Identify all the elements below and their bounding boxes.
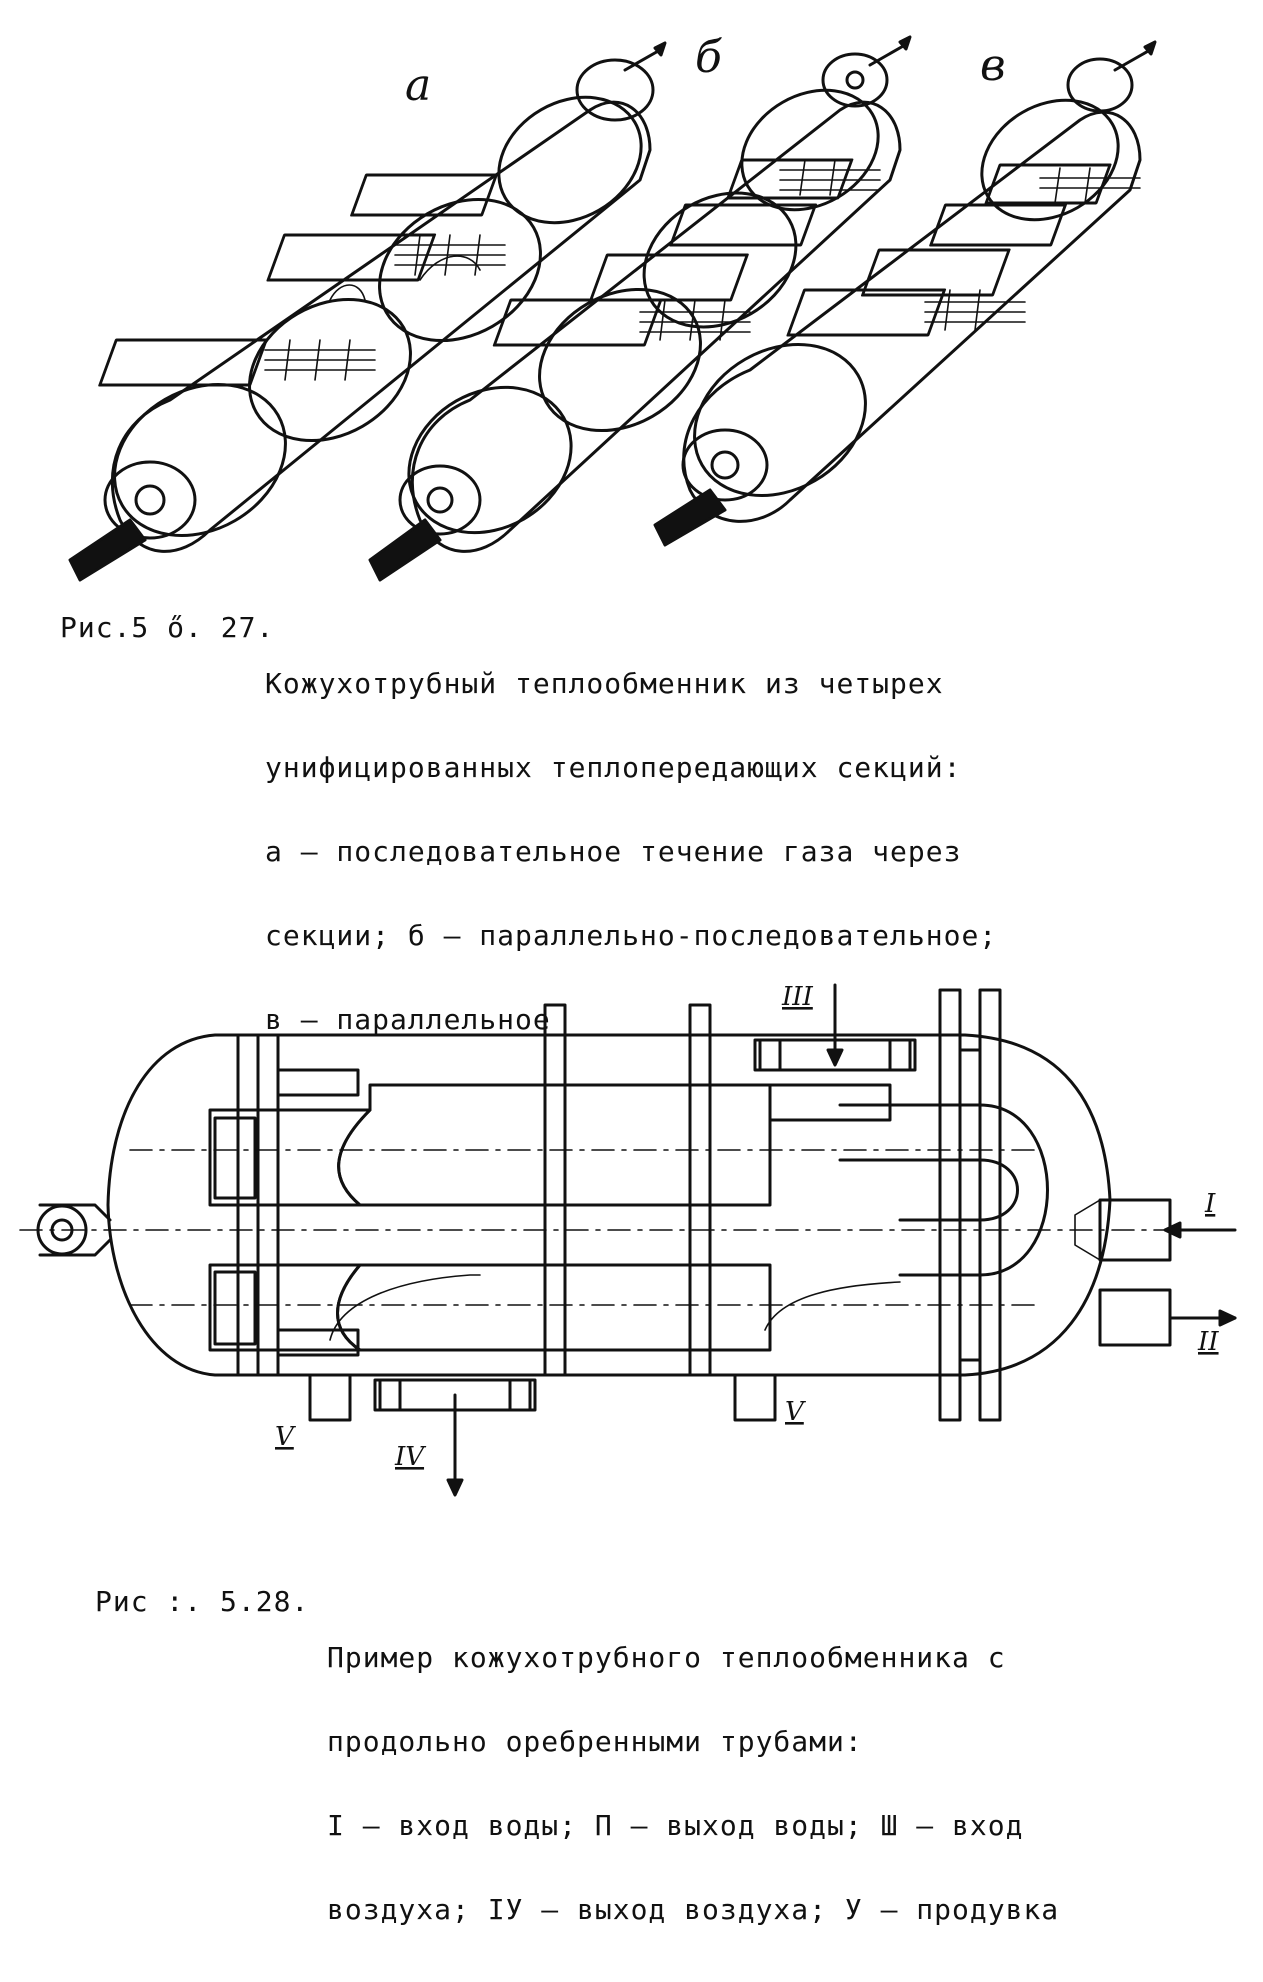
port-v-left-label: V: [275, 1422, 296, 1452]
figure-28-caption-line: I – вход воды; П – выход воды; Ш – вход: [327, 1809, 1024, 1842]
port-v-right-label: V: [785, 1397, 806, 1427]
port-i-label: I: [1204, 1189, 1216, 1219]
scanned-page: а б в Рис.5 ő. 27. Кожухотрубный теплооб…: [19, 32, 1237, 1924]
figure-27-caption-line: секции; б – параллельно-последовательное…: [265, 919, 998, 952]
variant-a-label: а: [405, 60, 431, 111]
figure-27-number: Рис.5 ő. 27.: [60, 611, 275, 644]
figure-27-caption-line: Кожухотрубный теплообменник из четырех: [265, 667, 944, 700]
figure-28-caption-line: воздуха; IУ – выход воздуха; У – продувк…: [327, 1893, 1060, 1926]
figure-28-caption: Рис :. 5.28. Пример кожухотрубного тепло…: [95, 1588, 1058, 1924]
heat-exchanger-variant-b: [368, 35, 912, 582]
heat-exchanger-variant-a: [68, 41, 667, 582]
figure-28-number: Рис :. 5.28.: [95, 1585, 310, 1618]
figure-27-caption-line: а – последовательное течение газа через: [265, 835, 962, 868]
figure-27-caption-line: унифицированных теплопередающих секций:: [265, 751, 962, 784]
figure-27-caption-line: в – параллельное: [265, 1003, 551, 1036]
variant-c-label: в: [980, 40, 1006, 91]
variant-b-label: б: [695, 32, 722, 83]
port-ii-label: II: [1197, 1327, 1219, 1357]
figure-28-caption-line: продольно оребренными трубами:: [327, 1725, 863, 1758]
figure-27-caption: Рис.5 ő. 27. Кожухотрубный теплообменник…: [60, 614, 996, 1034]
figure-27-drawing: а б в: [68, 32, 1157, 582]
port-iii-label: III: [781, 982, 814, 1012]
figure-28-caption-line: Пример кожухотрубного теплообменника с: [327, 1641, 1006, 1674]
figure-28-drawing: III I II IV V V: [19, 982, 1237, 1497]
heat-exchanger-variant-c: [653, 40, 1157, 547]
port-iv-label: IV: [394, 1442, 426, 1472]
